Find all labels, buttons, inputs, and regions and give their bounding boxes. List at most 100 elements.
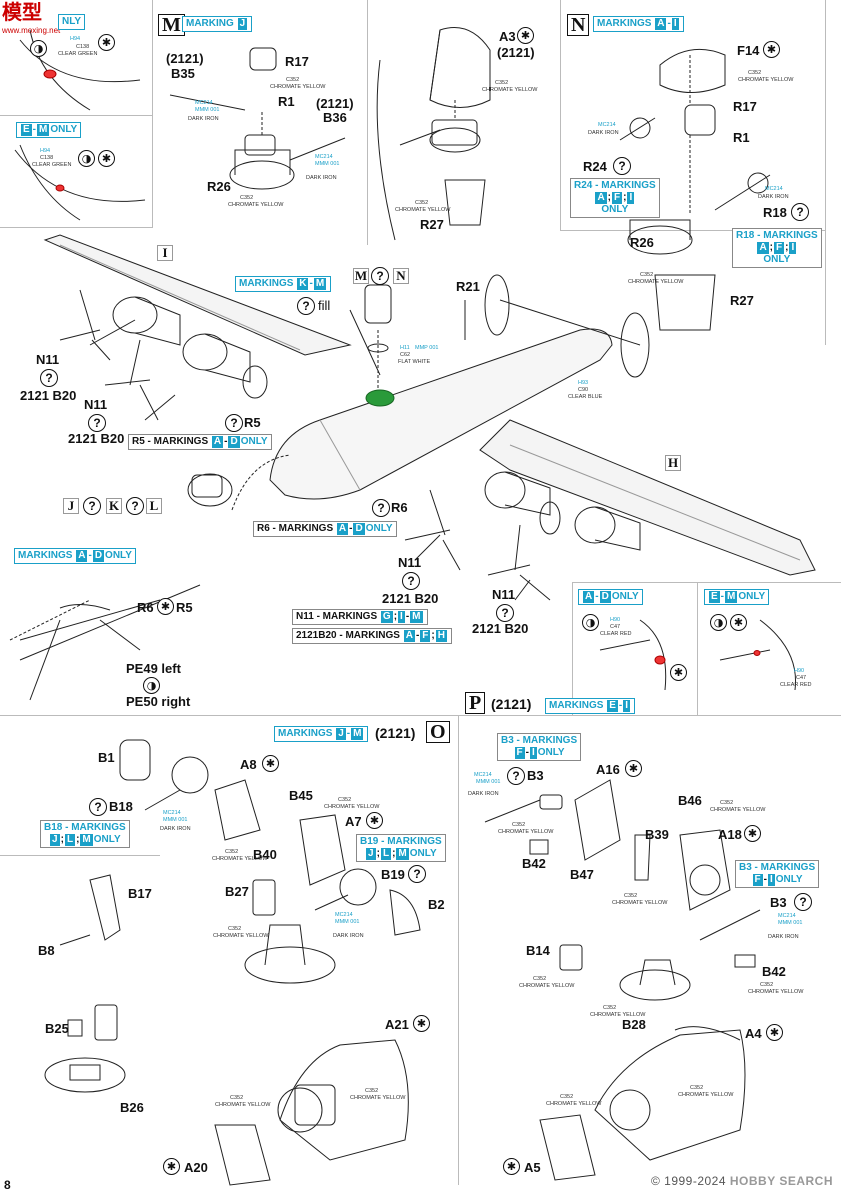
divider [560, 0, 561, 230]
part-label: R1 [733, 130, 750, 145]
divider [458, 715, 459, 1185]
color-name: CHROMATE YELLOW [213, 933, 269, 939]
color-name: DARK IRON [160, 826, 191, 832]
color-code: MC214 [315, 154, 333, 160]
fill-label: fill [318, 298, 331, 313]
color-code: C352 [533, 976, 547, 982]
section-o: O [426, 721, 450, 743]
part-label: R6 [391, 500, 408, 515]
markings-e-i-label: MARKINGS E-I [545, 698, 636, 714]
color-code: MMP 001 [415, 345, 439, 351]
color-name: CHROMATE YELLOW [270, 84, 326, 90]
color-code: MC214 [474, 772, 492, 778]
color-code: MC214 [163, 810, 181, 816]
color-code: MC214 [598, 122, 616, 128]
question-icon: ? [40, 369, 58, 387]
part-label: 2121 B20 [382, 591, 439, 606]
part-label: (2121) [375, 725, 416, 741]
part-label: F14 [737, 43, 760, 58]
color-name: CHROMATE YELLOW [710, 807, 766, 813]
color-name: CLEAR RED [780, 682, 812, 688]
part-label: A21 [385, 1017, 409, 1032]
question-icon: ? [408, 865, 426, 883]
color-name: CHROMATE YELLOW [482, 87, 538, 93]
part-label: B40 [253, 847, 277, 862]
part-label: A3 [499, 29, 516, 44]
part-label: R26 [207, 179, 231, 194]
part-label: PE50 right [126, 694, 191, 709]
part-label: B25 [45, 1021, 69, 1036]
color-code: C138 [40, 155, 54, 161]
color-code: MMM 001 [335, 919, 360, 925]
paint-icon: ✱ [670, 664, 687, 681]
part-label: A4 [745, 1026, 762, 1041]
part-label: PE49 left [126, 661, 181, 676]
box-j: J [63, 498, 79, 514]
color-code: C352 [230, 1095, 244, 1101]
color-name: CHROMATE YELLOW [215, 1102, 271, 1108]
divider [572, 582, 841, 583]
color-code: C352 [512, 822, 526, 828]
part-label: B1 [98, 750, 115, 765]
color-name: CHROMATE YELLOW [324, 804, 380, 810]
color-code: MMM 001 [195, 107, 220, 113]
color-code: C352 [690, 1085, 704, 1091]
box-k: K [106, 498, 122, 514]
color-code: C352 [225, 849, 239, 855]
markings-j-m-label: MARKINGS J-M [274, 726, 369, 742]
part-label: B19 [381, 867, 405, 882]
color-code: C352 [603, 1005, 617, 1011]
color-code: C352 [720, 800, 734, 806]
color-name: DARK IRON [758, 194, 789, 200]
question-icon: ? [88, 414, 106, 432]
part-label: B42 [522, 856, 546, 871]
color-code: C352 [495, 80, 509, 86]
color-code: H11 [400, 345, 410, 351]
part-label: 2121 B20 [20, 388, 77, 403]
color-name: CLEAR GREEN [58, 51, 98, 57]
marking-j-label: MARKING J [182, 16, 253, 32]
part-label: B39 [645, 827, 669, 842]
star-icon: ✱ [766, 1024, 783, 1041]
color-code: H90 [610, 617, 621, 623]
paint-icon: ✱ [98, 34, 115, 51]
color-name: CLEAR BLUE [568, 394, 603, 400]
color-name: CHROMATE YELLOW [395, 207, 451, 213]
part-label: B46 [678, 793, 702, 808]
question-icon: ? [83, 497, 101, 515]
color-name: DARK IRON [333, 933, 364, 939]
color-code: MC214 [335, 912, 353, 918]
paint-icon: ◑ [78, 150, 95, 167]
star-icon: ✱ [517, 27, 534, 44]
watermark-site: www.moxing.net [2, 26, 61, 35]
part-label: N11 [398, 555, 422, 570]
part-label: R21 [456, 279, 480, 294]
page-number: 8 [4, 1178, 11, 1192]
question-icon: ? [89, 798, 107, 816]
divider [572, 582, 573, 715]
color-name: CHROMATE YELLOW [628, 279, 684, 285]
color-name: DARK IRON [468, 791, 499, 797]
question-icon: ? [791, 203, 809, 221]
part-label: 2121 B20 [68, 431, 125, 446]
color-code: C47 [610, 624, 621, 630]
markings-k-m-label: MARKINGS K-M [235, 276, 332, 292]
part-label: B36 [323, 110, 347, 125]
color-code: C352 [240, 195, 254, 201]
part-label: B28 [622, 1017, 646, 1032]
color-code: H93 [578, 380, 589, 386]
star-icon: ✱ [744, 825, 761, 842]
paint-icon: ◑ [710, 614, 727, 631]
color-name: DARK IRON [588, 130, 619, 136]
paint-icon: ◑ [143, 677, 160, 694]
part-label: B47 [570, 867, 594, 882]
color-code: C62 [400, 352, 411, 358]
color-code: C352 [640, 272, 654, 278]
color-code: C90 [578, 387, 589, 393]
star-icon: ✱ [163, 1158, 180, 1175]
color-name: CHROMATE YELLOW [590, 1012, 646, 1018]
